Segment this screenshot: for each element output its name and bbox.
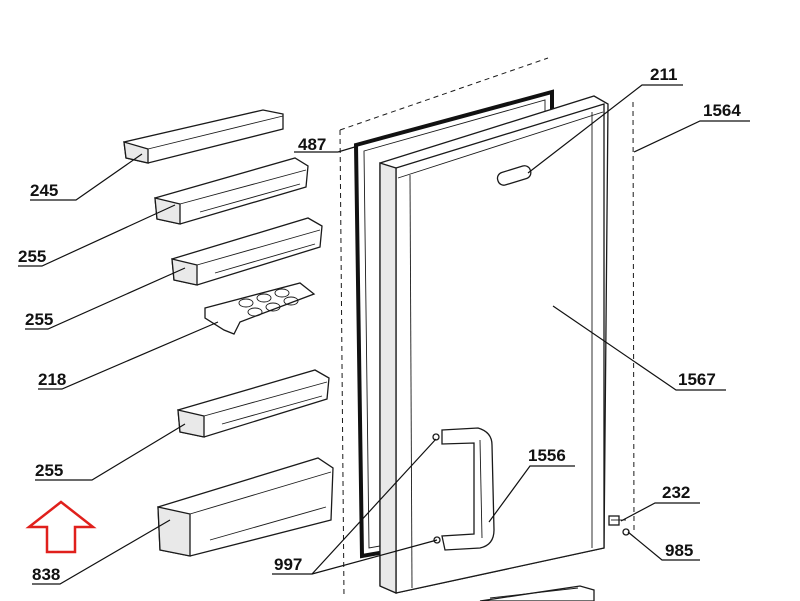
door-handle [441,427,495,551]
label-487: 487 [298,135,326,154]
door-balcony-3 [177,369,330,438]
part-labels: 245 255 255 218 255 838 487 211 1564 156… [18,65,741,584]
label-1564: 1564 [703,101,741,120]
door-panel [379,95,630,594]
label-255-b: 255 [25,310,53,329]
bottle-balcony [157,457,334,557]
hinge-pin [432,433,440,441]
door-balcony-2 [171,217,323,286]
leader-lines [18,84,750,585]
label-997: 997 [274,555,302,574]
label-1556: 1556 [528,446,566,465]
label-245: 245 [30,181,58,200]
shelf-cover [123,109,284,164]
label-838: 838 [32,565,60,584]
assembly-guide-lines [339,57,635,599]
label-1567: 1567 [678,370,716,389]
label-255-c: 255 [35,461,63,480]
door-balcony-1 [154,157,309,225]
up-arrow-icon [25,500,97,554]
bottom-partial-shelf [479,585,595,601]
label-218: 218 [38,370,66,389]
label-232: 232 [662,483,690,502]
label-985: 985 [665,541,693,560]
label-211: 211 [650,65,677,84]
egg-tray [204,282,316,335]
label-255-a: 255 [18,247,46,266]
